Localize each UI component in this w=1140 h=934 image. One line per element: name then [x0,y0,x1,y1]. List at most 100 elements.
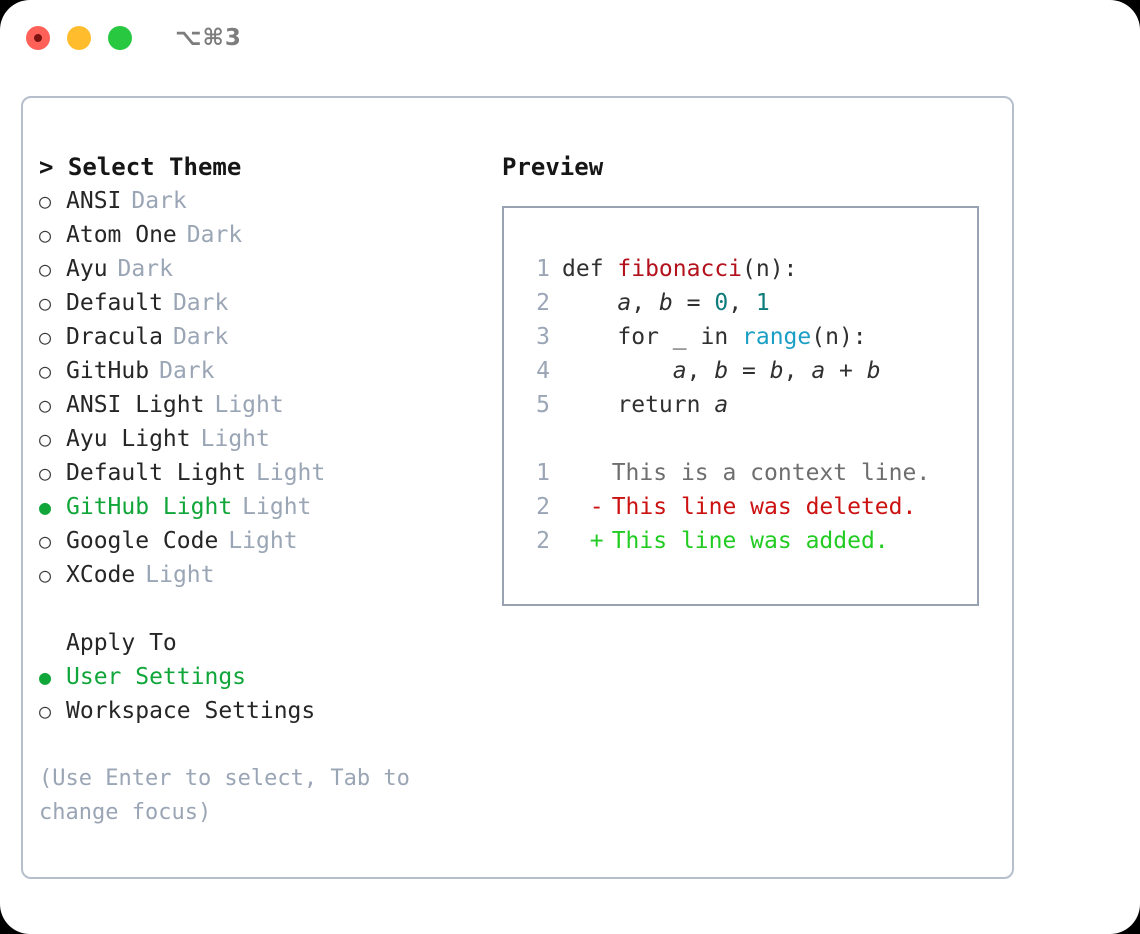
radio-unselected-icon: ○ [39,563,52,587]
radio-selected-icon: ● [39,495,52,519]
theme-option-tag: Dark [117,256,173,282]
theme-option-label: GitHub [66,358,150,384]
theme-option-tag: Light [228,528,298,554]
theme-option-label: Dracula [66,324,163,350]
code-line-number: 4 [536,358,550,384]
diff-gutter-pad [562,524,590,558]
apply-to-option-list[interactable]: ●User Settings○Workspace Settings [39,660,489,728]
code-token-plain: for _ in [562,324,743,350]
diff-marker-icon: + [589,528,604,554]
code-line: 5 return a [522,388,977,422]
radio-unselected-icon: ○ [39,189,52,213]
prompt-caret-icon: > [39,153,54,181]
code-token-variable: a [672,358,687,384]
code-line-number: 5 [536,392,550,418]
code-token-function: fibonacci [617,256,743,282]
close-window-button[interactable] [26,26,50,50]
diff-line-number: 2 [536,528,550,554]
apply-to-option-user-settings[interactable]: ●User Settings [39,660,489,694]
theme-option-atom-one[interactable]: ○ Atom One Dark [39,218,489,252]
code-token-plain: = [728,358,770,384]
radio-unselected-icon: ○ [39,223,52,247]
radio-unselected-icon: ○ [39,529,52,553]
code-token-plain [562,358,673,384]
diff-line-text: This is a context line. [611,460,931,486]
code-token-plain: , [728,290,756,316]
code-line-content: a, b = b, a + b [562,354,881,388]
theme-option-label: Ayu [66,256,108,282]
code-token-plain: return [562,392,715,418]
theme-option-tag: Light [256,460,326,486]
theme-option-label: GitHub Light [66,494,233,520]
theme-list-header: > Select Theme [39,150,489,184]
diff-sample: 1 This is a context line.2 -This line wa… [522,456,977,558]
theme-option-tag: Dark [159,358,215,384]
theme-option-xcode[interactable]: ○ XCode Light [39,558,489,592]
diff-line-number: 2 [536,494,550,520]
theme-option-default-light[interactable]: ○ Default Light Light [39,456,489,490]
theme-option-label: Ayu Light [66,426,191,452]
theme-option-label: Default Light [66,460,247,486]
code-token-variable: a [811,358,826,384]
code-line-content: return a [562,388,728,422]
diff-line-text: This line was deleted. [611,494,917,520]
theme-option-label: ANSI Light [66,392,205,418]
code-line-content: a, b = 0, 1 [562,286,770,320]
code-token-variable: b [714,358,729,384]
theme-list-title: Select Theme [67,153,242,181]
maximize-window-button[interactable] [108,26,132,50]
title-bar: ⌥⌘3 [0,0,1140,76]
preview-spacer [522,422,977,456]
traffic-light-group [26,26,132,50]
code-token-number: 0 [714,290,729,316]
code-line-content: def fibonacci(n): [562,252,797,286]
theme-option-tag: Dark [172,290,229,316]
radio-selected-icon: ● [39,665,52,689]
minimize-window-button[interactable] [67,26,91,50]
code-token-plain: def [562,256,618,282]
theme-option-tag: Light [214,392,284,418]
theme-option-tag: Dark [186,222,243,248]
apply-to-header: Apply To [66,630,177,656]
theme-option-label: XCode [66,562,136,588]
theme-option-tag: Dark [131,188,187,214]
window-shortcut-label: ⌥⌘3 [175,25,242,51]
diff-line-added: 2 +This line was added. [522,524,977,558]
theme-option-tag: Light [200,426,270,452]
theme-option-ansi[interactable]: ○ ANSI Dark [39,184,489,218]
apply-to-option-workspace-settings[interactable]: ○Workspace Settings [39,694,489,728]
diff-line-context: 1 This is a context line. [522,456,977,490]
radio-unselected-icon: ○ [39,461,52,485]
theme-option-label: Atom One [66,222,177,248]
diff-marker-icon [590,456,612,490]
code-token-plain: , [631,290,659,316]
code-token-plain: (n): [742,256,798,282]
preview-title: Preview [502,153,604,181]
diff-gutter-pad [562,456,590,490]
diff-gutter-pad [562,490,590,524]
radio-unselected-icon: ○ [39,699,52,723]
code-token-variable: a [617,290,632,316]
code-token-variable: a [714,392,729,418]
theme-option-tag: Light [145,562,215,588]
code-token-number: 1 [755,290,770,316]
code-token-plain [562,290,617,316]
theme-option-label: Default [66,290,163,316]
code-line-content: for _ in range(n): [562,320,866,354]
code-line: 2 a, b = 0, 1 [522,286,977,320]
theme-option-label: ANSI [66,188,122,214]
